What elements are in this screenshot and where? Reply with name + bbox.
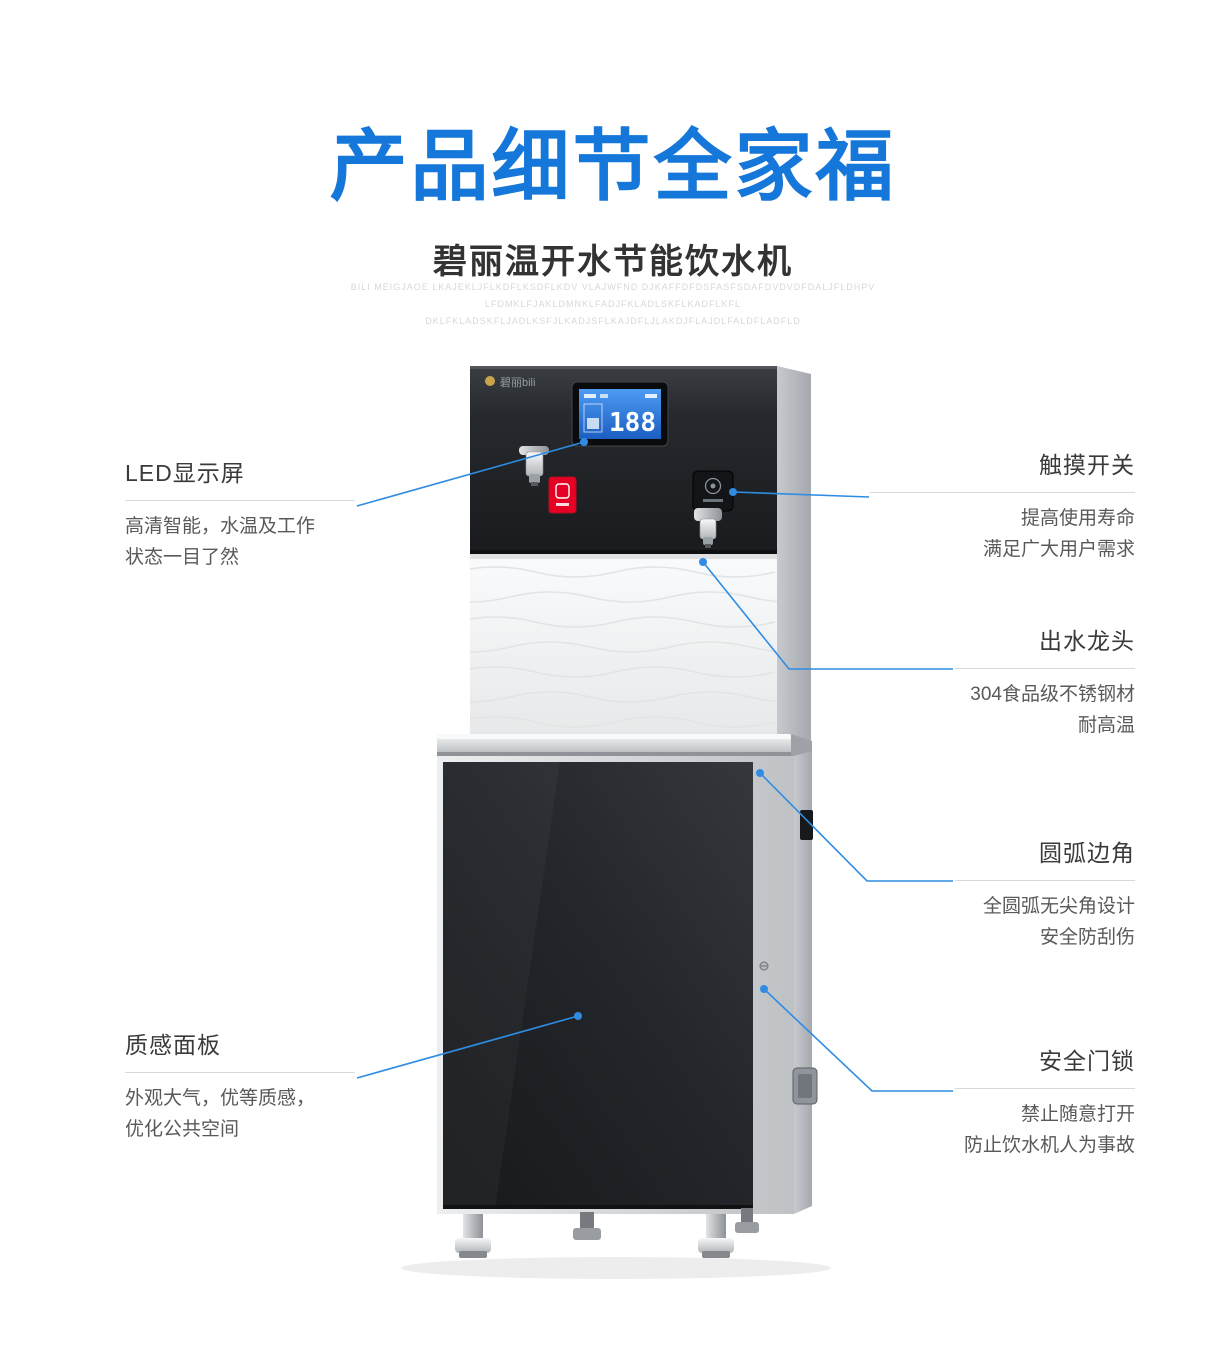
led-display: 188: [571, 381, 669, 447]
brand-text: 碧丽bili: [500, 376, 535, 389]
callout-desc: 高清智能，水温及工作 状态一目了然: [125, 511, 355, 573]
callout-title: 安全门锁: [1039, 1048, 1135, 1074]
leader-safety-lock: [763, 988, 953, 1092]
hot-water-button: [548, 476, 577, 514]
callout-dots: [574, 438, 768, 1020]
cabinet-door: [443, 762, 753, 1209]
callout-desc: 全圆弧无尖角设计 安全防刮伤: [955, 891, 1135, 953]
callout-texture-panel: 质感面板 外观大气，优等质感， 优化公共空间: [125, 1030, 355, 1145]
callout-safety-lock: 安全门锁 禁止随意打开 防止饮水机人为事故: [955, 1046, 1135, 1161]
brand-logo: 碧丽bili: [485, 376, 535, 389]
callout-desc: 禁止随意打开 防止饮水机人为事故: [955, 1099, 1135, 1161]
side-lock-handle: [792, 1067, 818, 1105]
callout-title: 圆弧边角: [1039, 840, 1135, 866]
callout-led-display: LED显示屏 高清智能，水温及工作 状态一目了然: [125, 458, 355, 573]
callout-divider: [955, 668, 1135, 669]
water-outlet-faucet: [694, 508, 722, 548]
leader-led-display: [356, 441, 585, 507]
lower-cabinet: [437, 751, 812, 1214]
callout-desc: 外观大气，优等质感， 优化公共空间: [125, 1083, 355, 1145]
callout-desc-line: 外观大气，优等质感，: [125, 1088, 316, 1109]
brand-mark-icon: [485, 376, 495, 386]
callout-divider: [125, 500, 355, 501]
watermark-text: BILI MEIGJAOE LKAJEKLJFLKDFLKSDFLKDV VLA…: [0, 279, 1226, 330]
callout-title: 质感面板: [125, 1032, 221, 1058]
callout-desc-line: 禁止随意打开: [1020, 1104, 1135, 1125]
subtitle: 碧丽温开水节能饮水机: [433, 243, 793, 281]
callout-desc-line: 全圆弧无尖角设计: [982, 896, 1135, 917]
watermark-line: BILI MEIGJAOE LKAJEKLJFLKDFLKSDFLKDV VLA…: [350, 282, 876, 292]
leader-texture-panel: [356, 1015, 579, 1079]
callout-divider: [955, 1088, 1135, 1089]
page-title: 产品细节全家福: [329, 122, 897, 210]
touch-switch-panel: [692, 470, 734, 512]
callout-title: LED显示屏: [125, 460, 245, 486]
callout-desc-line: 提高使用寿命: [1020, 508, 1135, 529]
callout-desc: 304食品级不锈钢材 耐高温: [955, 679, 1135, 741]
leader-water-faucet: [702, 561, 953, 670]
hot-water-faucet: [519, 446, 549, 486]
watermark-line: LFDMKLFJAKLDMNKLFADJFKLADLSKFLKADFLKFL: [484, 299, 742, 309]
callout-title: 出水龙头: [1039, 628, 1135, 654]
callout-rounded-corner: 圆弧边角 全圆弧无尖角设计 安全防刮伤: [955, 838, 1135, 953]
callout-water-faucet: 出水龙头 304食品级不锈钢材 耐高温: [955, 626, 1135, 741]
callout-desc-line: 防止饮水机人为事故: [963, 1135, 1135, 1156]
callout-desc-line: 安全防刮伤: [1039, 927, 1135, 948]
wave-texture: [470, 566, 777, 728]
callout-desc: 提高使用寿命 满足广大用户需求: [870, 503, 1135, 565]
callout-divider: [870, 492, 1135, 493]
callout-desc-line: 耐高温: [1077, 715, 1135, 736]
feet: [455, 1208, 759, 1258]
callout-desc-line: 优化公共空间: [125, 1119, 240, 1140]
watermark-line: DKLFKLADSKFLJADLKSFJLKADJSFLKAJDFLJLAKDJ…: [425, 316, 801, 326]
callout-desc-line: 满足广大用户需求: [982, 539, 1135, 560]
header: 产品细节全家福 碧丽温开水节能饮水机: [0, 104, 1226, 283]
display-value: 188: [609, 408, 656, 438]
leader-touch-switch: [732, 491, 870, 498]
callout-touch-switch: 触摸开关 提高使用寿命 满足广大用户需求: [870, 450, 1135, 565]
callout-desc-line: 高清智能，水温及工作: [125, 516, 316, 537]
leader-rounded-corner: [759, 772, 953, 882]
callout-title: 触摸开关: [1039, 452, 1135, 478]
ground-shadow: [401, 1257, 831, 1279]
middle-ledge: [437, 734, 812, 756]
callout-lines: [356, 441, 953, 1092]
callout-divider: [125, 1072, 355, 1073]
callout-divider: [955, 880, 1135, 881]
callout-desc-line: 状态一目了然: [125, 547, 240, 568]
callout-desc-line: 304食品级不锈钢材: [970, 684, 1135, 705]
